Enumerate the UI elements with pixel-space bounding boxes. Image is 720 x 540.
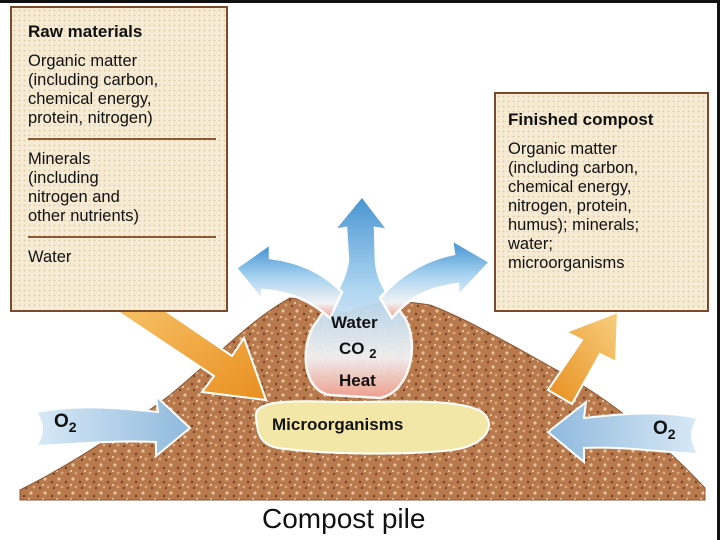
co2-base: CO (339, 339, 365, 358)
oxygen-label-left: O2 (54, 411, 77, 435)
co2-output-label: CO 2 (339, 339, 376, 361)
finished-compost-arrow (546, 310, 620, 406)
microorganisms-label: Microorganisms (272, 415, 404, 434)
finished-compost-box: Finished compost Organic matter (includi… (494, 92, 709, 312)
oxygen-arrow-right (546, 399, 700, 465)
raw-water-text: Water (28, 248, 72, 266)
oxygen-label-right: O2 (653, 418, 676, 442)
water-output-label: Water (331, 313, 378, 332)
finished-compost-text: Organic matter (including carbon, chemic… (508, 140, 640, 272)
heat-output-label: Heat (339, 371, 376, 390)
compost-pile-caption: Compost pile (262, 503, 426, 534)
raw-materials-title: Raw materials (28, 22, 143, 41)
co2-subscript: 2 (369, 346, 377, 361)
gas-plume (304, 193, 414, 400)
o2-right-subscript: 2 (667, 426, 676, 442)
raw-materials-box: Raw materials Organic matter (including … (10, 6, 228, 312)
o2-left-subscript: 2 (68, 419, 77, 435)
divider (28, 138, 216, 140)
finished-compost-title: Finished compost (508, 110, 654, 129)
raw-minerals-text: Minerals (including nitrogen and other n… (28, 150, 139, 225)
microorganisms-blob (254, 400, 490, 455)
gas-arrow-right (378, 237, 492, 321)
divider (28, 236, 216, 238)
o2-right-base: O (653, 418, 668, 439)
o2-left-base: O (54, 411, 69, 432)
oxygen-arrow-left (34, 393, 192, 459)
raw-organic-text: Organic matter (including carbon, chemic… (28, 52, 159, 127)
gas-arrow-left (234, 241, 344, 321)
